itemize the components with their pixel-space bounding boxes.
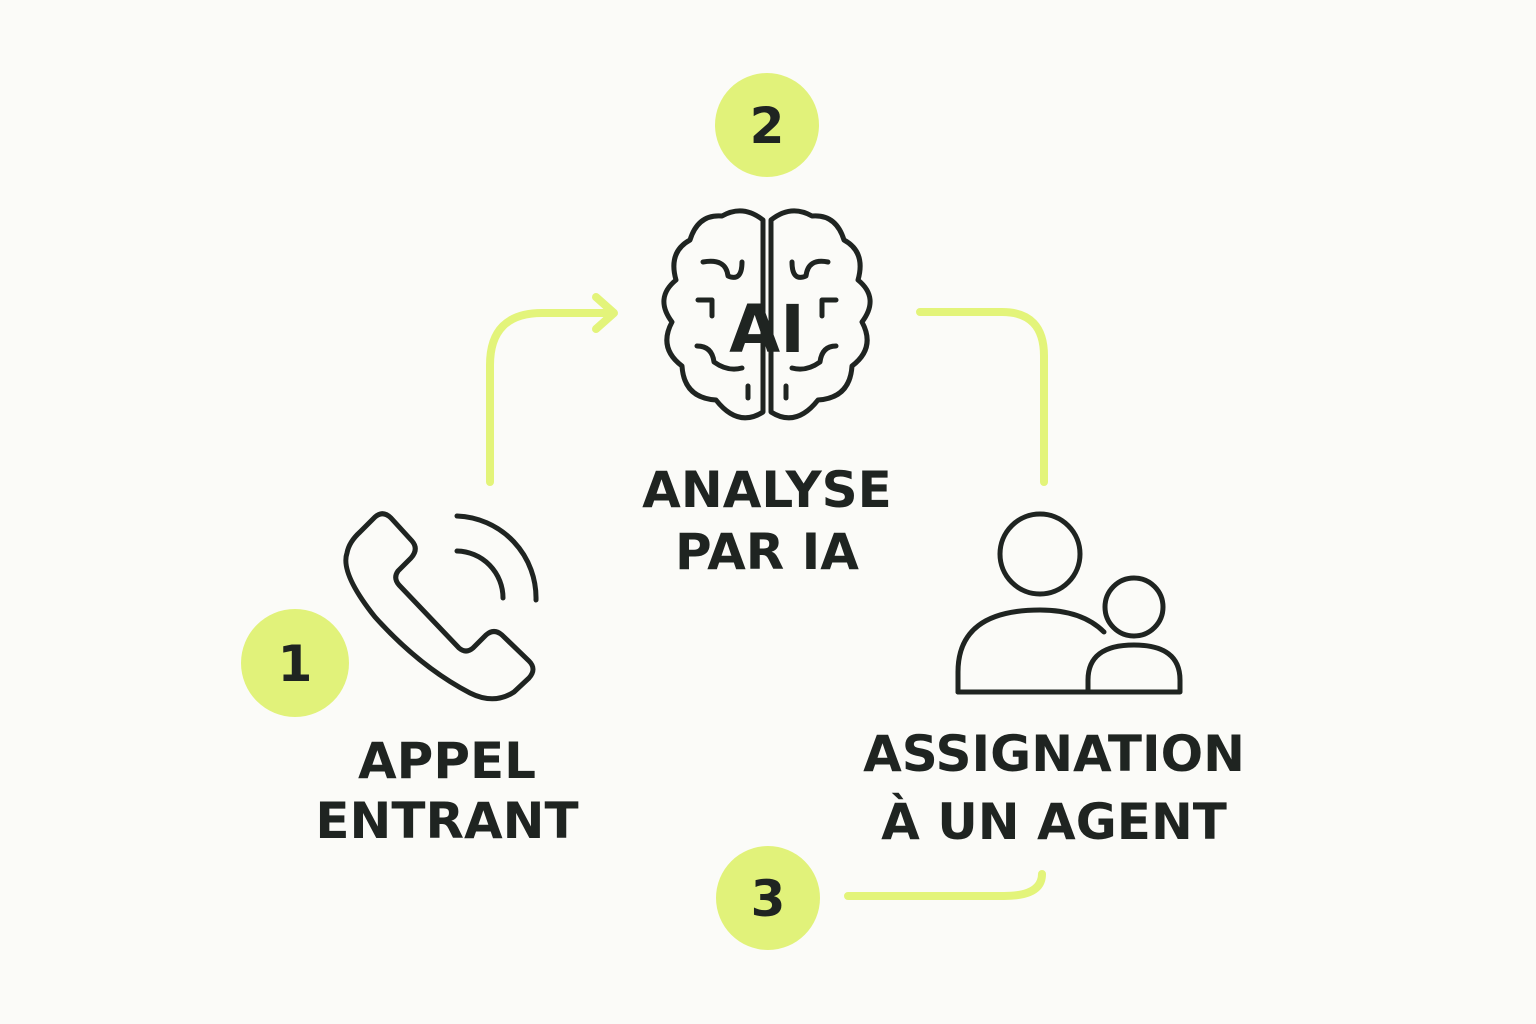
connector-2-to-3 [916, 308, 1048, 486]
step-2-badge [715, 73, 819, 177]
brain-ai-text: AI [729, 291, 805, 368]
step-1: 1 APPEL ENTRANT [241, 511, 579, 850]
brain-ai-icon: AI [661, 208, 873, 421]
step-2: 2 AI ANALYSE PAR IA [642, 73, 892, 581]
connector-3-to-3 [844, 870, 1046, 900]
step-2-label-line2: PAR IA [675, 523, 859, 581]
step-1-label-line2: ENTRANT [315, 792, 578, 850]
step-3-badge [716, 846, 820, 950]
step-1-label-line1: APPEL [358, 732, 536, 790]
step-3-label-line2: À UN AGENT [881, 792, 1227, 851]
connector-1-to-2 [486, 309, 614, 486]
step-3: 3 ASSIGNATION À UN AGENT [716, 511, 1245, 950]
step-3-label-line1: ASSIGNATION [863, 725, 1245, 783]
step-3-number: 3 [751, 870, 786, 928]
step-1-number: 1 [278, 635, 313, 693]
connector-1-to-2-arrowhead [592, 293, 618, 333]
step-2-label-line1: ANALYSE [642, 461, 892, 519]
phone-icon [343, 511, 539, 702]
users-icon [955, 511, 1183, 695]
step-1-badge [241, 609, 349, 717]
step-2-number: 2 [750, 97, 785, 155]
